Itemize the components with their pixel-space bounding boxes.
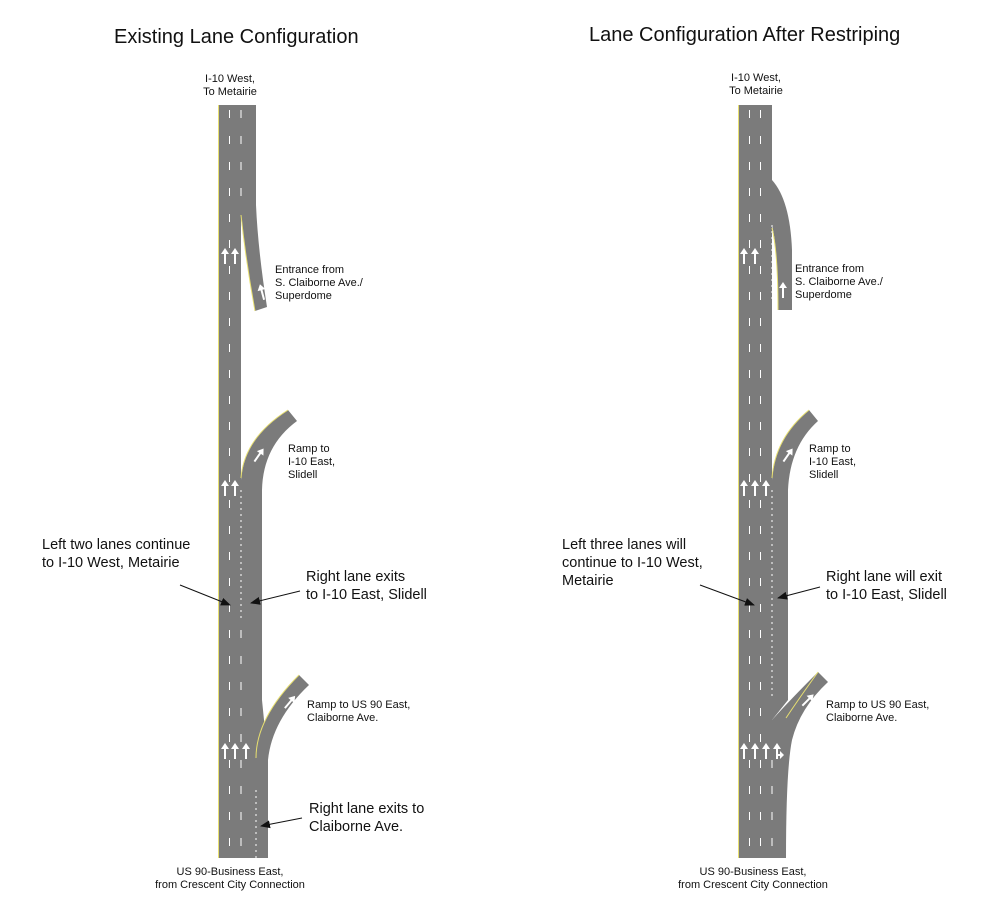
ramp-i10-east [241,410,297,490]
lane-arrow-icon [751,248,759,264]
lane-arrow-icon [762,743,770,759]
lane-arrow-icon [751,743,759,759]
callout-right-lane: Right lane exits to I-10 East, Slidell [306,569,427,603]
ramp-us90-east [772,672,828,858]
lane-arrow-icon [231,743,239,759]
ramp-i10-label: Ramp to I-10 East, Slidell [288,443,336,481]
bottom-origin-label: US 90-Business East, from Crescent City … [678,866,828,891]
top-destination-label: I-10 West, To Metairie [203,73,257,98]
callout-bottom: Right lane exits to Claiborne Ave. [309,801,425,835]
callout-arrow [179,584,231,606]
callout-left-lanes: Left three lanes will continue to I-10 W… [562,537,703,589]
lane-arrow-icon [253,448,264,463]
callout-arrow [260,817,303,829]
lane-arrow-icon [740,248,748,264]
ramp-us90-label: Ramp to US 90 East, Claiborne Ave. [826,699,930,724]
ramp-i10-east [772,410,818,490]
lane-arrow-icon [751,480,759,496]
entrance-ramp-claiborne [772,180,792,310]
exit-lane [772,485,788,720]
ramp-i10-label: Ramp to I-10 East, Slidell [809,443,857,481]
lane-arrow-icon [231,248,239,264]
existing-configuration-roadway [218,105,309,858]
lane-arrow-icon [740,743,748,759]
lane-arrow-icon [740,480,748,496]
lane-arrow-icon [284,695,296,709]
entrance-label: Entrance from S. Claiborne Ave./ Superdo… [795,263,883,301]
left-title: Existing Lane Configuration [114,26,359,48]
callout-right-lane: Right lane will exit to I-10 East, Slide… [826,569,947,603]
lane-arrow-icon [221,743,229,759]
lane-arrow-icon [782,448,793,463]
ramp-us90-east [256,675,309,760]
exit-lane [241,485,268,858]
top-destination-label: I-10 West, To Metairie [729,72,783,97]
ramp-us90-label: Ramp to US 90 East, Claiborne Ave. [307,699,411,724]
lane-arrow-icon [221,248,229,264]
lane-arrow-icon [242,743,250,759]
lane-arrow-icon [221,480,229,496]
callout-left-lanes: Left two lanes continue to I-10 West, Me… [42,537,191,571]
callout-arrow [250,590,301,605]
entrance-label: Entrance from S. Claiborne Ave./ Superdo… [275,264,363,302]
lane-arrow-icon [231,480,239,496]
lane-arrow-icon [762,480,770,496]
callout-arrow [777,586,821,600]
bottom-origin-label: US 90-Business East, from Crescent City … [155,866,305,891]
lane-arrow-icon [779,282,787,298]
right-title: Lane Configuration After Restriping [589,24,901,46]
lane-arrows [221,248,814,759]
entrance-ramp-claiborne [241,105,267,311]
lane-arrow-icon [257,284,266,300]
through-right-arrow-icon [773,743,784,759]
callout-arrow [699,584,755,606]
lane-arrow-icon [801,694,814,707]
